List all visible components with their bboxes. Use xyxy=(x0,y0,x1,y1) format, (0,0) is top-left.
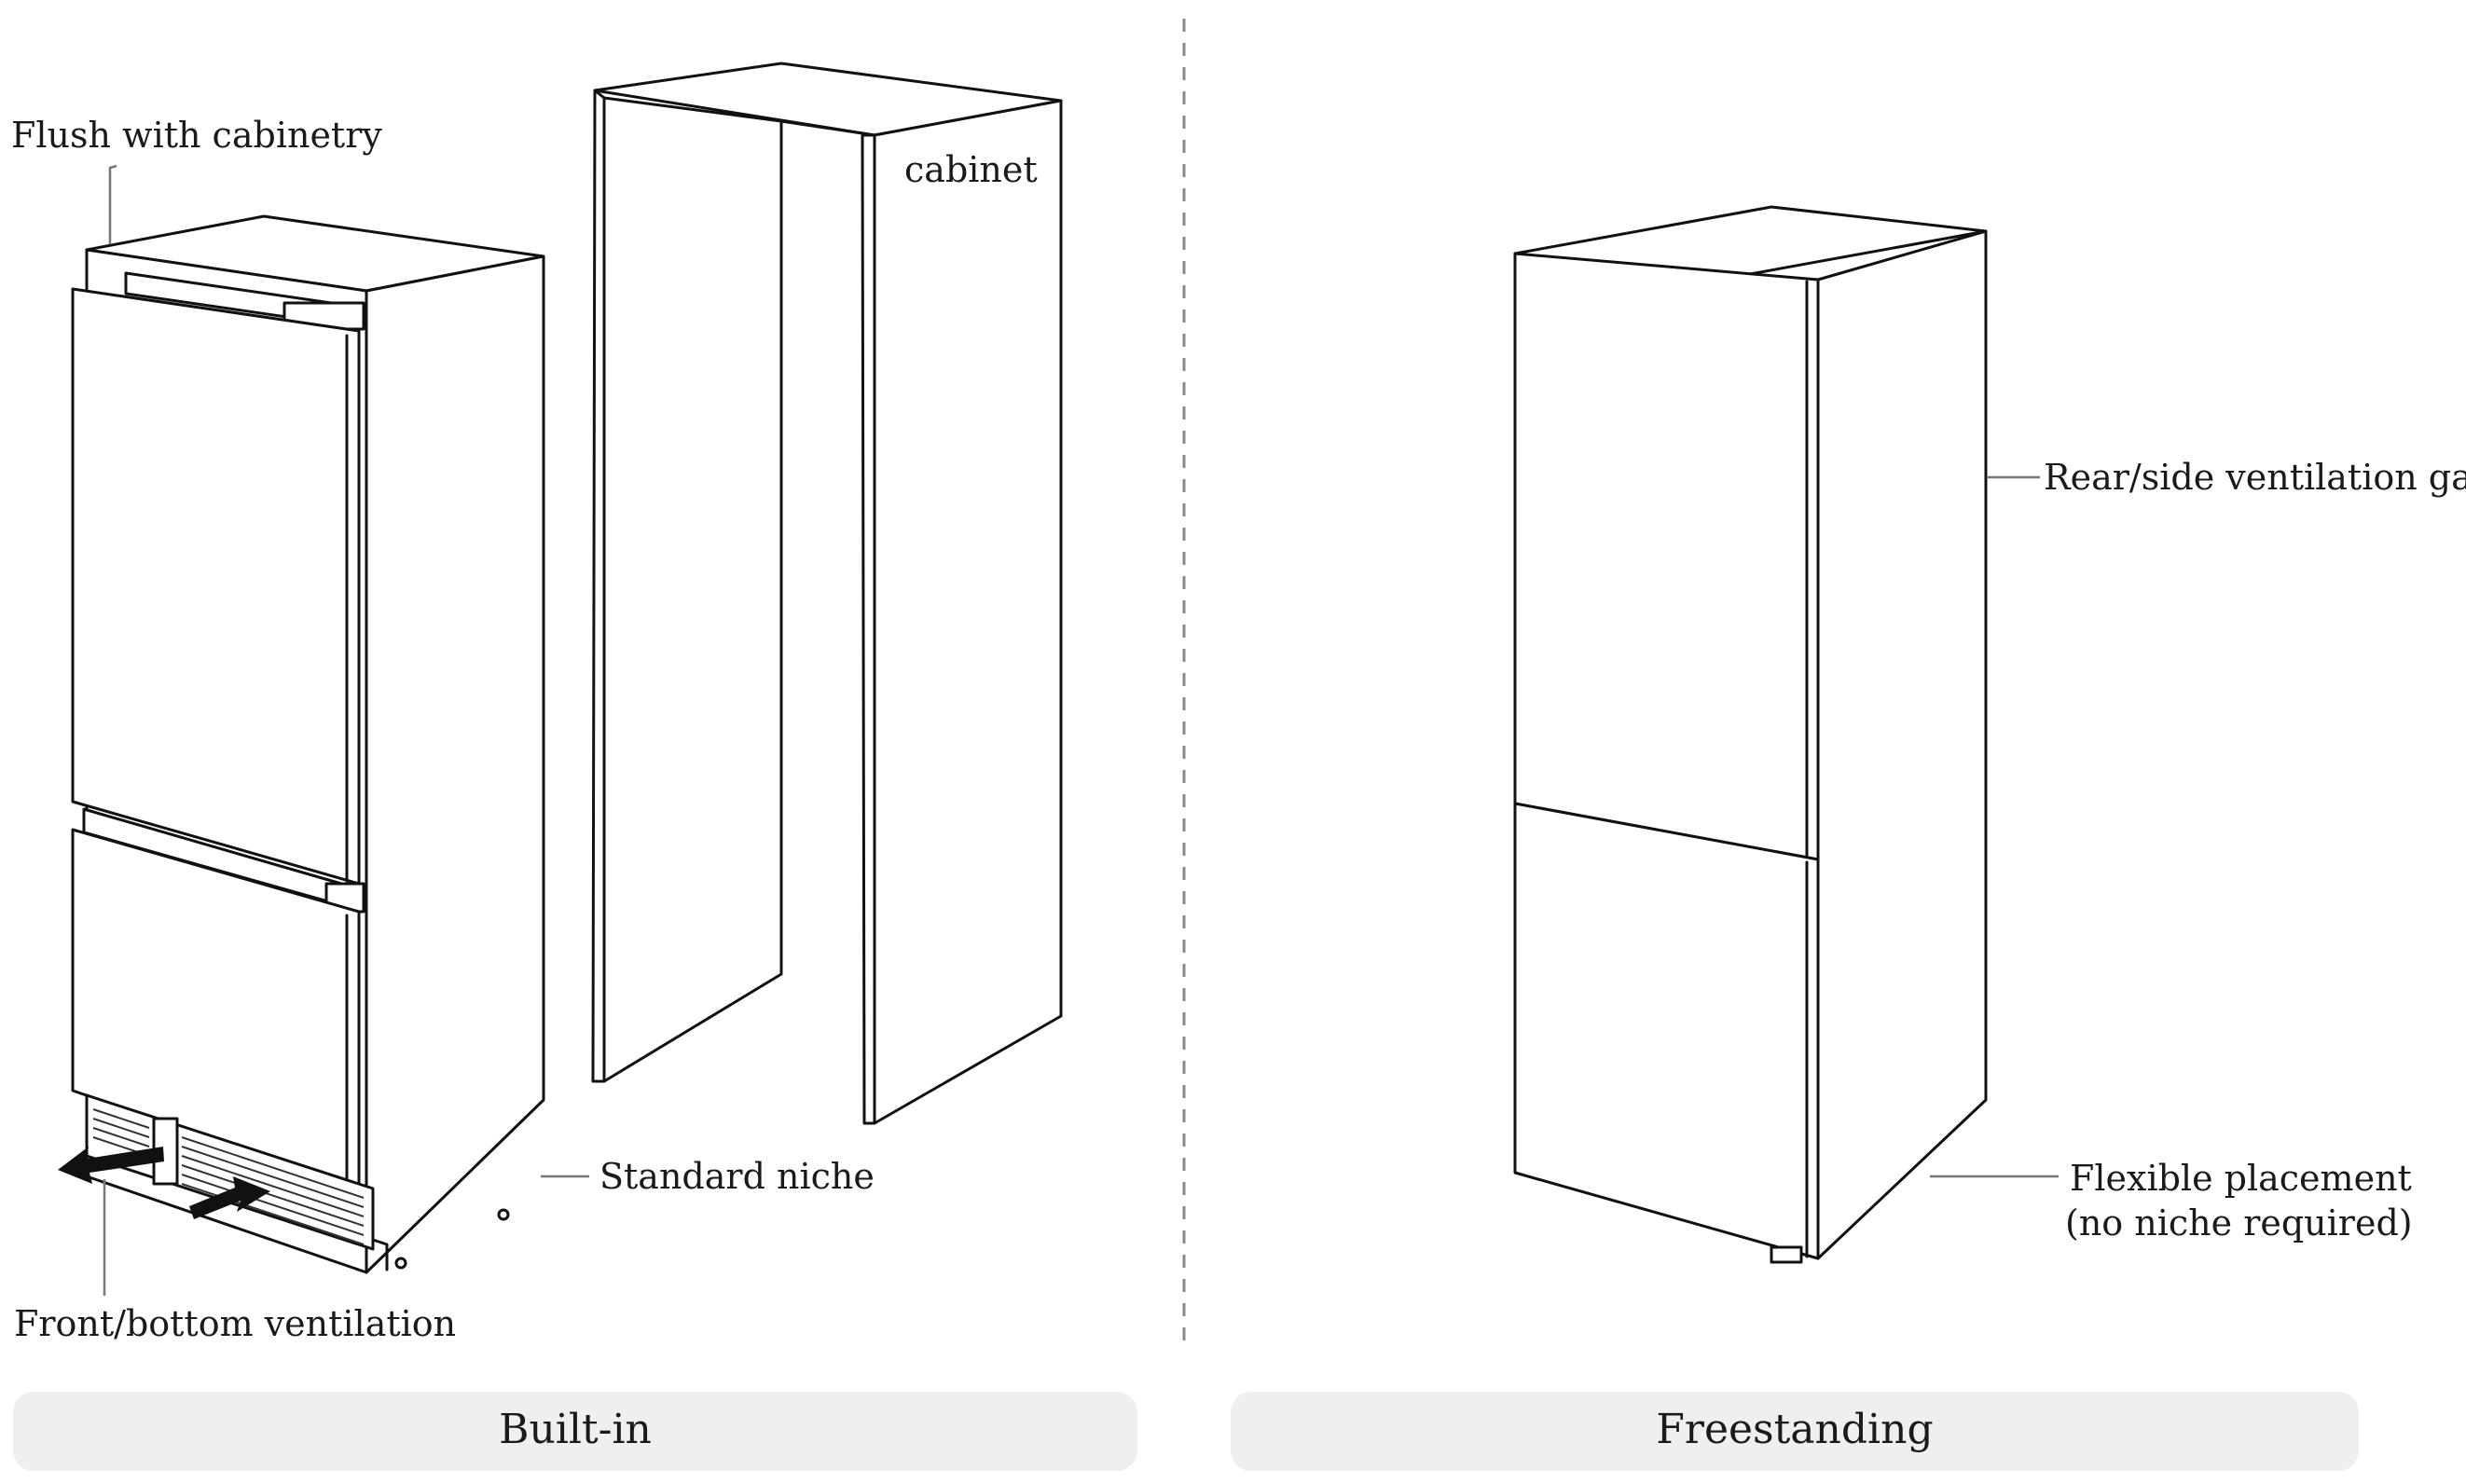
front-bottom-vent-group: Front/bottom ventilation xyxy=(14,1179,456,1344)
front-bottom-vent-label: Front/bottom ventilation xyxy=(14,1303,456,1344)
flush-label-group: Flush with cabinetry xyxy=(11,115,382,244)
cabinet-illustration xyxy=(591,62,1063,1125)
freestanding-fridge-illustration xyxy=(1513,205,1988,1264)
standard-niche-label: Standard niche xyxy=(599,1156,875,1197)
flush-label: Flush with cabinetry xyxy=(11,115,382,156)
standard-niche-group: Standard niche xyxy=(541,1156,875,1197)
flexible-placement-line1: Flexible placement xyxy=(2070,1158,2412,1199)
rear-side-gap-group: Rear/side ventilation gap xyxy=(1988,457,2466,498)
flexible-placement-line2: (no niche required) xyxy=(2065,1202,2413,1244)
rear-side-gap-label: Rear/side ventilation gap xyxy=(2044,457,2466,498)
freestanding-label: Freestanding xyxy=(1656,1406,1933,1453)
cabinet-label: cabinet xyxy=(904,149,1038,190)
vent-grille xyxy=(92,1108,365,1245)
airflow-in-arrow xyxy=(189,1176,270,1219)
built-in-panel: Built-in xyxy=(13,1392,1137,1471)
built-in-label: Built-in xyxy=(499,1406,652,1453)
cabinet-label-group: cabinet xyxy=(904,149,1038,190)
flexible-placement-group: Flexible placement (no niche required) xyxy=(1930,1158,2413,1244)
airflow-out-arrow xyxy=(58,1147,164,1184)
freestanding-panel: Freestanding xyxy=(1231,1392,2359,1471)
built-in-fridge-illustration xyxy=(71,214,545,1274)
